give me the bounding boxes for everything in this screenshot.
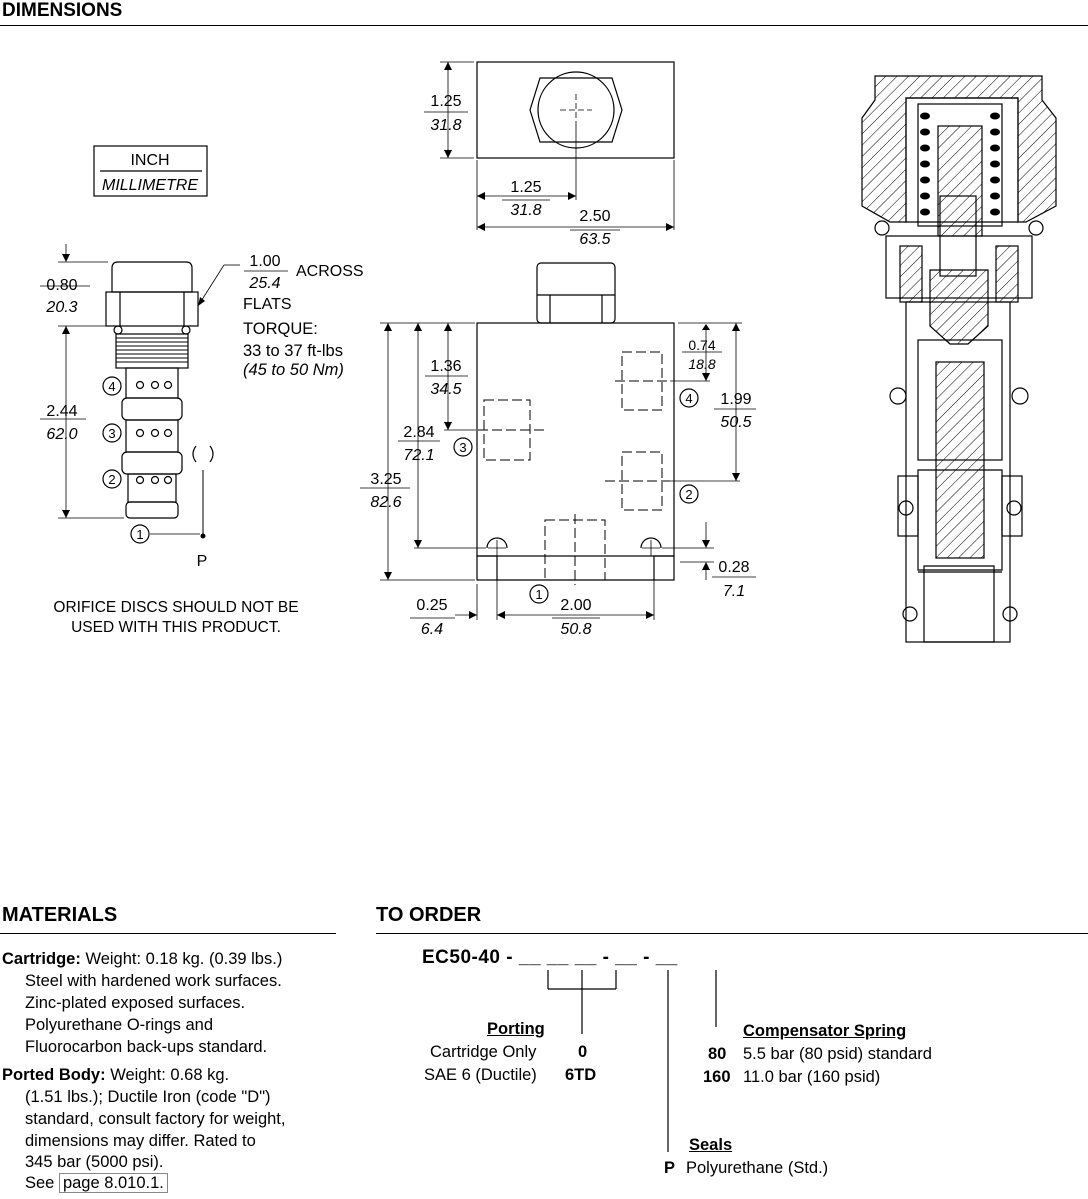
cart-port-4: 4 [102,376,122,396]
svg-text:1: 1 [136,527,143,542]
materials-cartridge-line-1: Steel with hardened work surfaces. [25,972,282,990]
materials-body-line-1: (1.51 lbs.); Ductile Iron (code "D") [25,1088,271,1106]
orifice-note-2: USED WITH THIS PRODUCT. [71,619,281,636]
body-port-4: 4 [679,388,699,408]
svg-text:4: 4 [108,379,115,394]
materials-title: MATERIALS [2,904,118,926]
cart-top-in: 0.80 [46,277,77,294]
materials-body-line-2: standard, consult factory for weight, [25,1110,286,1128]
body-d199-mm: 50.5 [720,414,751,431]
port-p-label: P [197,553,208,570]
body-d325-in: 3.25 [370,471,401,488]
order-rule [376,933,1088,934]
porting-option-0-code: 0 [578,1043,588,1061]
hex-in: 1.00 [249,253,280,270]
seals-option-0-code: P [664,1159,676,1177]
body-d028-in: 0.28 [718,559,749,576]
body-port-3: 3 [453,437,473,457]
body-w-mm: 63.5 [579,231,610,248]
body-d136-in: 1.36 [430,358,461,375]
units-legend: INCH MILLIMETRE [93,145,208,197]
body-front-view [360,262,756,620]
body-top-view [424,61,675,231]
seals-label: Seals [689,1136,733,1154]
cart-port-2: 2 [102,469,122,489]
body-d028-mm: 7.1 [723,583,745,600]
body-d200-mm: 50.8 [560,621,591,638]
materials-body-line-4: 345 bar (5000 psi). [25,1153,164,1171]
spring-label: Compensator Spring [743,1022,907,1040]
materials-cartridge-weight: Weight: 0.18 kg. (0.39 lbs.) [85,950,283,968]
materials-body-line-0: Ported Body: Weight: 0.68 kg. [2,1064,229,1086]
materials-cartridge-line-2: Zinc-plated exposed surfaces. [25,994,246,1012]
porting-option-0-name: Cartridge Only [430,1043,537,1061]
legend-inch: INCH [130,152,169,169]
order-connector-lines [547,970,717,1152]
body-d074-in: 0.74 [688,337,715,353]
svg-text:4: 4 [685,391,692,406]
materials-rule [0,933,336,934]
materials-cartridge-line-0: Cartridge: Weight: 0.18 kg. (0.39 lbs.) [2,948,282,970]
order-title: TO ORDER [376,904,482,926]
dimensions-rule [0,25,1088,26]
svg-text:1: 1 [535,587,542,602]
body-port-1: 1 [529,584,549,604]
body-d200-in: 2.00 [560,597,591,614]
legend-mm: MILLIMETRE [102,177,198,194]
spring-option-0-name: 5.5 bar (80 psid) standard [743,1045,932,1063]
body-d025-in: 0.25 [416,597,447,614]
materials-body-label: Ported Body: [2,1066,106,1084]
materials-cartridge-label: Cartridge: [2,950,81,968]
materials-body-weight: Weight: 0.68 kg. [110,1066,230,1084]
body-h-in: 1.25 [430,93,461,110]
body-d325-mm: 82.6 [370,494,401,511]
svg-text:2: 2 [685,487,692,502]
spring-option-1-code: 160 [703,1068,731,1086]
body-d284-in: 2.84 [403,424,434,441]
body-c-in: 1.25 [510,179,541,196]
cart-port-3: 3 [102,423,122,443]
body-d074-mm: 18.8 [688,356,715,372]
body-d025-mm: 6.4 [421,621,443,638]
hex-mm: 25.4 [248,275,280,292]
body-c-mm: 31.8 [510,202,541,219]
svg-text:3: 3 [108,426,115,441]
materials-page-link[interactable]: page 8.010.1. [58,1173,168,1193]
spring-option-0-code: 80 [708,1045,727,1063]
cart-len-mm: 62.0 [46,426,77,443]
cart-port-1: 1 [130,524,150,544]
svg-text:2: 2 [108,472,115,487]
cart-top-mm: 20.3 [45,299,77,316]
body-port-2: 2 [679,484,699,504]
body-d199-in: 1.99 [720,391,751,408]
cart-len-in: 2.44 [46,403,77,420]
body-h-mm: 31.8 [430,117,461,134]
orifice-note-1: ORIFICE DISCS SHOULD NOT BE [53,599,298,616]
hex-across: ACROSS [296,263,364,280]
seals-option-0-name: Polyurethane (Std.) [686,1159,829,1177]
torque-ftlb: 33 to 37 ft-lbs [243,342,343,360]
materials-see-text: See [25,1174,55,1192]
torque-label: TORQUE: [243,320,318,338]
porting-label: Porting [487,1020,545,1038]
materials-body-line-3: dimensions may differ. Rated to [25,1132,256,1150]
cartridge-cross-section [861,75,1057,643]
porting-option-1-name: SAE 6 (Ductile) [424,1066,537,1084]
body-w-in: 2.50 [579,208,610,225]
materials-cartridge-line-3: Polyurethane O-rings and [25,1016,214,1034]
materials-see-line: See page 8.010.1. [25,1172,168,1194]
hex-flats: FLATS [243,296,292,313]
spring-option-1-name: 11.0 bar (160 psid) [743,1068,881,1086]
svg-text:3: 3 [459,440,466,455]
porting-option-1-code: 6TD [565,1066,597,1084]
dimensions-title: DIMENSIONS [2,0,123,21]
body-d284-mm: 72.1 [403,447,434,464]
order-code: EC50-40 - __ __ __ - __ - __ [422,947,678,968]
dimensions-drawing: INCH MILLIMETRE [40,61,1057,643]
cartridge-drawing [40,244,288,539]
torque-nm: (45 to 50 Nm) [243,361,344,379]
body-d136-mm: 34.5 [430,381,461,398]
materials-cartridge-line-4: Fluorocarbon back-ups standard. [25,1038,268,1056]
